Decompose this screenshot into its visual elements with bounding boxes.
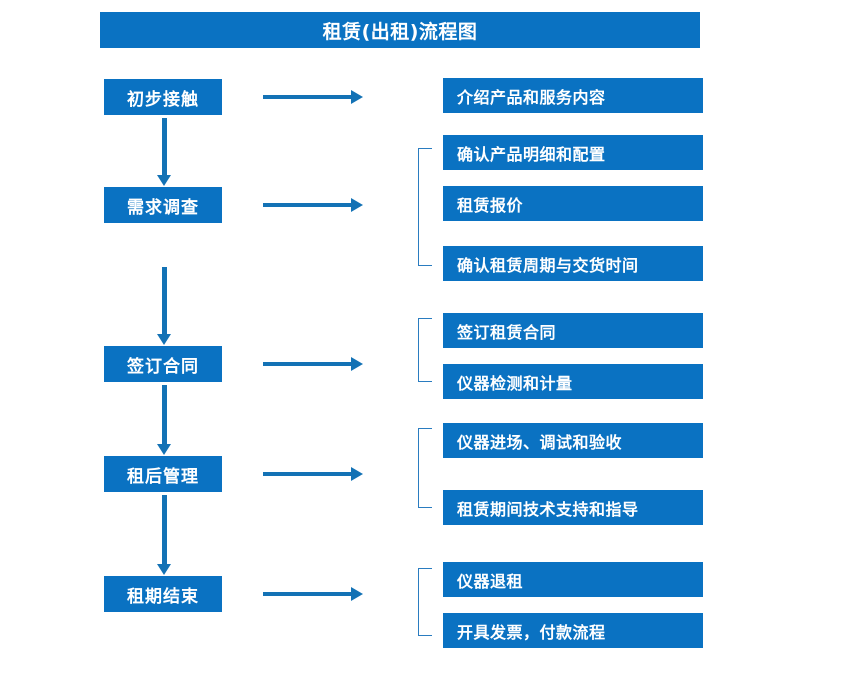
detail-box-g1-1[interactable]: 介绍产品和服务内容 bbox=[443, 78, 703, 113]
group-bracket-5 bbox=[418, 568, 432, 636]
vertical-arrow-4-to-5 bbox=[157, 495, 171, 575]
arrow-shaft bbox=[162, 118, 167, 175]
detail-box-g2-3[interactable]: 确认租赁周期与交货时间 bbox=[443, 246, 703, 281]
arrow-shaft bbox=[162, 495, 167, 564]
arrow-shaft bbox=[263, 95, 353, 99]
arrow-head-icon bbox=[157, 564, 171, 575]
group-bracket-3 bbox=[418, 318, 432, 382]
stage-box-2[interactable]: 需求调查 bbox=[104, 187, 222, 223]
arrow-shaft bbox=[263, 203, 353, 207]
stage-box-5[interactable]: 租期结束 bbox=[104, 576, 222, 612]
group-bracket-2 bbox=[418, 148, 432, 266]
arrow-head-icon bbox=[351, 198, 363, 212]
detail-box-g4-2[interactable]: 租赁期间技术支持和指导 bbox=[443, 490, 703, 525]
vertical-arrow-2-to-3 bbox=[157, 267, 171, 345]
detail-box-g3-2[interactable]: 仪器检测和计量 bbox=[443, 364, 703, 399]
vertical-arrow-3-to-4 bbox=[157, 385, 171, 455]
stage-box-1[interactable]: 初步接触 bbox=[104, 79, 222, 115]
detail-box-g5-2[interactable]: 开具发票，付款流程 bbox=[443, 613, 703, 648]
arrow-shaft bbox=[263, 592, 353, 596]
horizontal-arrow-2 bbox=[263, 198, 363, 212]
arrow-head-icon bbox=[157, 444, 171, 455]
horizontal-arrow-4 bbox=[263, 467, 363, 481]
arrow-shaft bbox=[263, 472, 353, 476]
stage-box-3[interactable]: 签订合同 bbox=[104, 346, 222, 382]
arrow-head-icon bbox=[351, 467, 363, 481]
horizontal-arrow-1 bbox=[263, 90, 363, 104]
detail-box-g4-1[interactable]: 仪器进场、调试和验收 bbox=[443, 423, 703, 458]
arrow-head-icon bbox=[157, 175, 171, 186]
arrow-shaft bbox=[263, 362, 353, 366]
stage-box-4[interactable]: 租后管理 bbox=[104, 456, 222, 492]
arrow-head-icon bbox=[157, 334, 171, 345]
vertical-arrow-1-to-2 bbox=[157, 118, 171, 186]
arrow-shaft bbox=[162, 267, 167, 334]
arrow-shaft bbox=[162, 385, 167, 444]
group-bracket-4 bbox=[418, 428, 432, 508]
arrow-head-icon bbox=[351, 90, 363, 104]
detail-box-g3-1[interactable]: 签订租赁合同 bbox=[443, 313, 703, 348]
detail-box-g5-1[interactable]: 仪器退租 bbox=[443, 562, 703, 597]
arrow-head-icon bbox=[351, 587, 363, 601]
horizontal-arrow-5 bbox=[263, 587, 363, 601]
arrow-head-icon bbox=[351, 357, 363, 371]
horizontal-arrow-3 bbox=[263, 357, 363, 371]
detail-box-g2-1[interactable]: 确认产品明细和配置 bbox=[443, 135, 703, 170]
page-title: 租赁(出租)流程图 bbox=[100, 12, 700, 48]
detail-box-g2-2[interactable]: 租赁报价 bbox=[443, 186, 703, 221]
